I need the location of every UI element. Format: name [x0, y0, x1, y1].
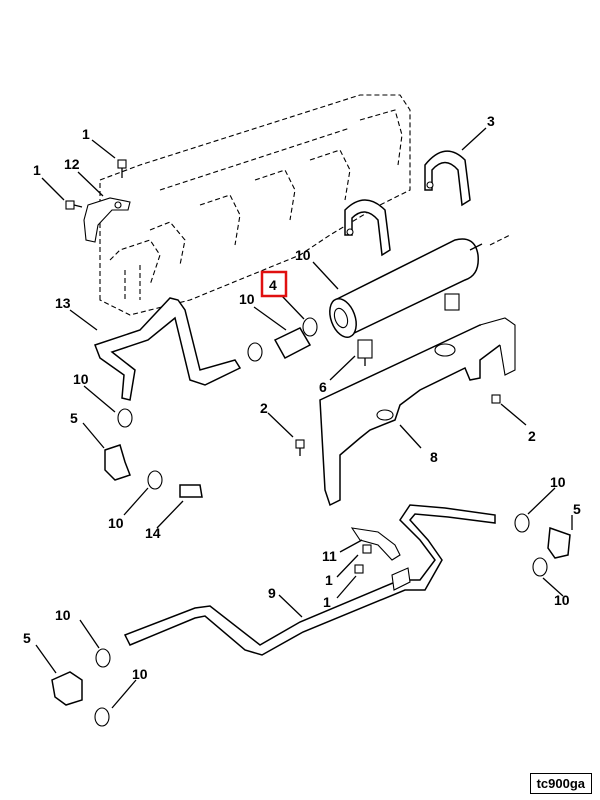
callout-2-right: 2 — [528, 428, 536, 444]
exhaust-manifold-phantom — [99, 94, 411, 316]
callout-5-left: 5 — [70, 410, 78, 426]
screw-1-lower-a — [362, 544, 372, 554]
clamp-3-rear — [424, 150, 471, 207]
callout-1-lower-b: 1 — [323, 594, 331, 610]
screw-1-left — [65, 200, 83, 210]
hose-clamp-10-d — [147, 470, 163, 490]
fitting-6 — [357, 339, 373, 366]
highlight-box-callout-4 — [260, 270, 288, 298]
hose-clamp-10-c — [117, 408, 133, 428]
callout-5-lower: 5 — [23, 630, 31, 646]
callout-2-left: 2 — [260, 400, 268, 416]
elbow-5-left — [104, 444, 131, 481]
fitting-14 — [179, 484, 203, 498]
callout-10-hose: 10 — [239, 291, 255, 307]
callout-1-lower-a: 1 — [325, 572, 333, 588]
canister-10 — [329, 238, 483, 338]
callout-6: 6 — [319, 379, 327, 395]
callout-14: 14 — [145, 525, 161, 541]
callout-10-canister: 10 — [295, 247, 311, 263]
elbow-5-right — [547, 526, 571, 559]
callout-10-right-upper: 10 — [550, 474, 566, 490]
hose-13 — [94, 297, 242, 401]
leader-lines — [35, 127, 573, 709]
mounting-plate-8 — [319, 234, 516, 507]
callout-10-lower-left-b: 10 — [132, 666, 148, 682]
callout-10-left-mid: 10 — [108, 515, 124, 531]
callout-10-right-lower: 10 — [554, 592, 570, 608]
screw-1-upper — [117, 159, 127, 178]
hose-clamp-10-g — [95, 648, 111, 668]
bracket-11 — [350, 527, 401, 561]
hose-clamp-10-h — [94, 707, 110, 727]
bracket-12 — [83, 197, 131, 243]
callout-5-right: 5 — [573, 501, 581, 517]
hose-clamp-10-e — [514, 513, 530, 533]
elbow-5-lower — [51, 671, 83, 706]
screw-1-lower-b — [354, 564, 364, 574]
tube-9 — [123, 504, 496, 656]
fitting-6-rear — [444, 293, 460, 311]
callout-10-lower-left-a: 10 — [55, 607, 71, 623]
hose-4 — [273, 327, 312, 360]
screw-2-right — [491, 394, 501, 404]
callout-3: 3 — [487, 113, 495, 129]
callout-1-left: 1 — [33, 162, 41, 178]
callout-11: 11 — [322, 548, 337, 564]
hose-clamp-10-b — [247, 342, 263, 362]
figure-reference-code: tc900ga — [529, 773, 592, 794]
callout-1-upper: 1 — [82, 126, 90, 142]
callout-13: 13 — [55, 295, 71, 311]
hose-clamp-10-f — [532, 557, 548, 577]
callout-12: 12 — [64, 156, 80, 172]
callout-8: 8 — [430, 449, 438, 465]
callout-10-left-upper: 10 — [73, 371, 89, 387]
screw-2-left — [295, 439, 305, 456]
callout-9: 9 — [268, 585, 276, 601]
clamp-3-front — [344, 199, 391, 257]
callout-4: 4 — [269, 277, 277, 293]
hose-clamp-10-a — [302, 317, 318, 337]
